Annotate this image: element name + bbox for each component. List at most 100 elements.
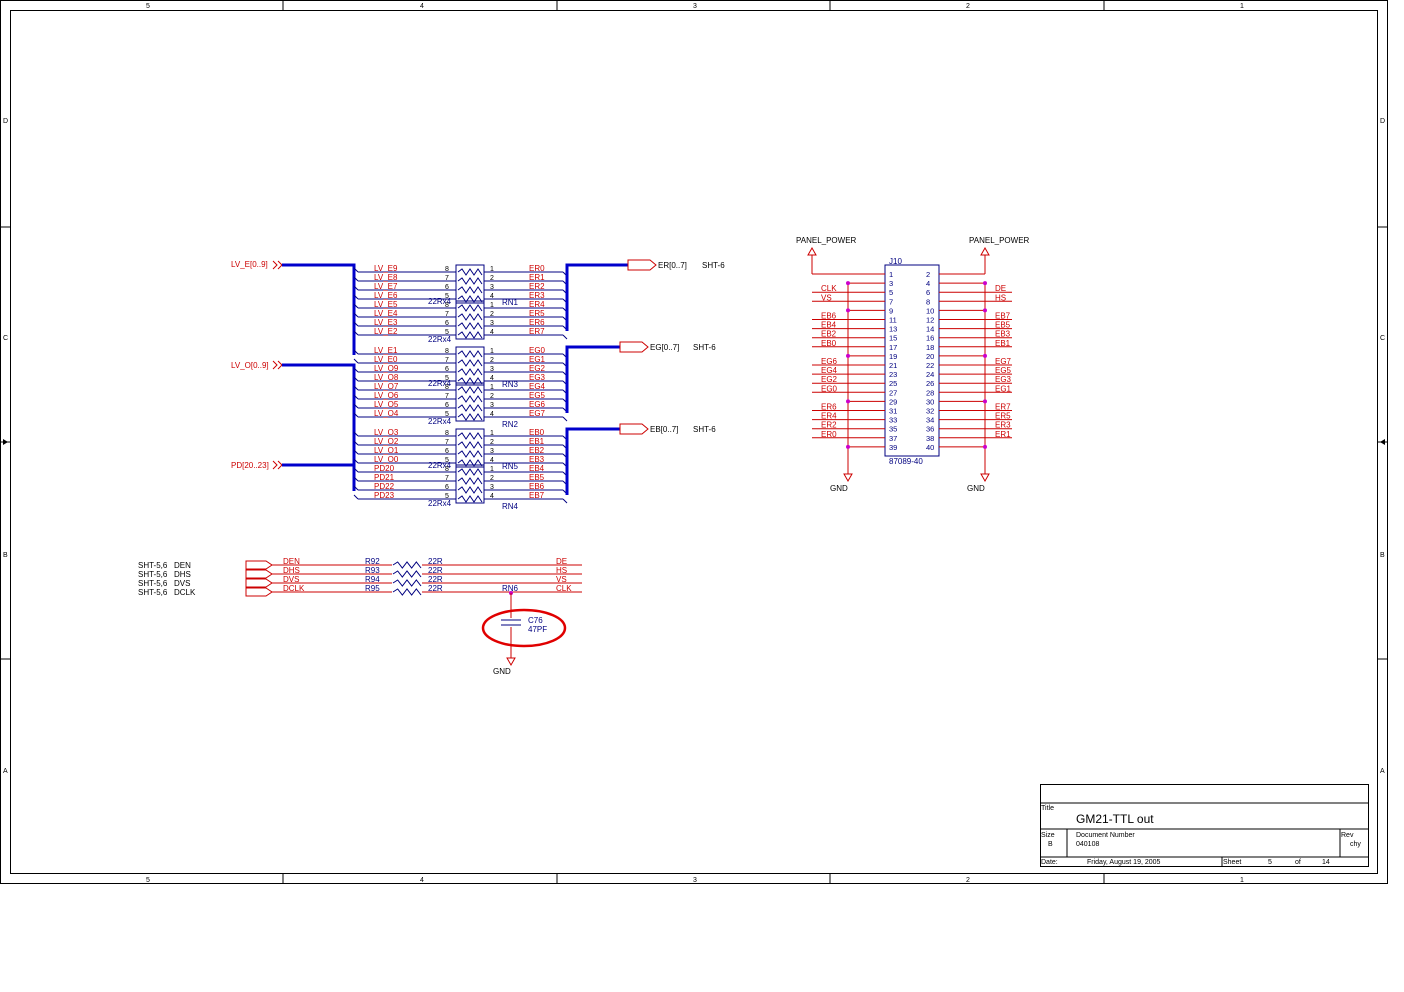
net-label-left: LV_E2 [374, 327, 398, 336]
power-symbol-right [980, 246, 990, 256]
zone-col-5-top: 5 [146, 3, 150, 10]
pin-number-left: 5 [445, 293, 449, 300]
pin-number-right: 1 [490, 302, 494, 309]
bus-entry-left [353, 267, 359, 273]
net-label-left: LV_E6 [374, 291, 398, 300]
pin-number-even: 40 [926, 443, 934, 452]
resistor-element [457, 441, 483, 449]
bus-entry-left [353, 276, 359, 282]
pin-number-right: 4 [490, 493, 494, 500]
resistor-element [457, 486, 483, 494]
pin-number-odd: 27 [889, 388, 897, 397]
net-label-right: EB1 [995, 339, 1011, 348]
resistor-element [457, 350, 483, 358]
net-label-right: EB1 [529, 437, 545, 446]
pin-number-left: 7 [445, 393, 449, 400]
net-label-left: LV_E9 [374, 264, 398, 273]
pin-number-odd: 19 [889, 352, 897, 361]
pin-number-odd: 9 [889, 306, 893, 315]
net-label-left: LV_O7 [374, 382, 399, 391]
pin-number-right: 2 [490, 439, 494, 446]
bus-entry-right [562, 416, 568, 422]
bus-entry-right [562, 334, 568, 340]
pin-number-right: 3 [490, 402, 494, 409]
output-net-label: DE [556, 557, 567, 566]
bus-wire-eg [565, 345, 620, 413]
pin-number-right: 3 [490, 484, 494, 491]
zone-row-d-right: D [1380, 118, 1385, 125]
resistor-element [457, 295, 483, 303]
pin-number-left: 5 [445, 493, 449, 500]
pin-number-left: 8 [445, 384, 449, 391]
junction-dot [983, 353, 987, 358]
pin-number-right: 2 [490, 475, 494, 482]
resistor-element [457, 368, 483, 376]
port-label: DEN [283, 557, 300, 566]
pin-number-even: 18 [926, 343, 934, 352]
signal-sheet-ref: SHT-5,6 [138, 588, 168, 597]
pack-body [455, 428, 485, 468]
gnd-label-cap: GND [493, 667, 511, 676]
net-label-left: LV_O2 [374, 437, 399, 446]
zone-col-4-top: 4 [420, 3, 424, 10]
input-bus-lv-o: LV_O[0..9] [231, 360, 356, 464]
net-label-right: EG3 [995, 375, 1012, 384]
pin-number-left: 7 [445, 357, 449, 364]
zone-col-1-bottom: 1 [1240, 877, 1244, 884]
net-label-right: ER2 [529, 282, 545, 291]
of-label: of [1295, 859, 1301, 866]
junction-dot [983, 281, 987, 286]
offpage-connector-lv-e [272, 260, 283, 270]
pin-number-right: 2 [490, 357, 494, 364]
zone-row-a-right: A [1380, 768, 1385, 775]
net-label-right: ER7 [529, 327, 545, 336]
title-block: Title GM21-TTL out Size B Document Numbe… [1040, 784, 1369, 867]
pin-number-odd: 13 [889, 325, 897, 334]
pin-number-odd: 5 [889, 288, 893, 297]
net-label-right: EG5 [529, 391, 546, 400]
net-label-right: ER7 [995, 403, 1011, 412]
bus-entry-left [353, 294, 359, 300]
junction-dot [846, 281, 850, 286]
bus-entry-left [353, 440, 359, 446]
pin-number-even: 24 [926, 370, 934, 379]
net-label-right: EB3 [995, 330, 1011, 339]
resistor-element [457, 268, 483, 276]
net-label-left: EB2 [821, 330, 837, 339]
net-label-left: EG2 [821, 375, 838, 384]
pack-body [455, 346, 485, 386]
pin-number-odd: 29 [889, 397, 897, 406]
pin-number-even: 4 [926, 279, 930, 288]
bus-entry-left [353, 285, 359, 291]
bus-entry-left [353, 412, 359, 418]
pin-number-odd: 35 [889, 425, 897, 434]
pack-value: 22Rx4 [428, 335, 452, 344]
sheet-value: 5 [1268, 859, 1272, 866]
bus-entry-left [353, 394, 359, 400]
bus-entry-left [353, 458, 359, 464]
gnd-symbol-left [843, 473, 853, 483]
capacitor-c76: C76 47PF GND [481, 591, 567, 676]
bus-entry-left [353, 385, 359, 391]
pack-value: 22Rx4 [428, 461, 452, 470]
zone-col-3-bottom: 3 [693, 877, 697, 884]
pin-number-left: 7 [445, 311, 449, 318]
pack-value: 22Rx4 [428, 379, 452, 388]
pin-number-left: 7 [445, 475, 449, 482]
pin-number-right: 4 [490, 329, 494, 336]
pin-number-left: 8 [445, 430, 449, 437]
zone-col-2-top: 2 [966, 3, 970, 10]
net-label-left: PD22 [374, 482, 395, 491]
net-label-right: EG4 [529, 382, 546, 391]
net-label-left: EG4 [821, 366, 838, 375]
resistor-value: 22R [428, 584, 443, 593]
zone-row-d-left: D [3, 118, 8, 125]
